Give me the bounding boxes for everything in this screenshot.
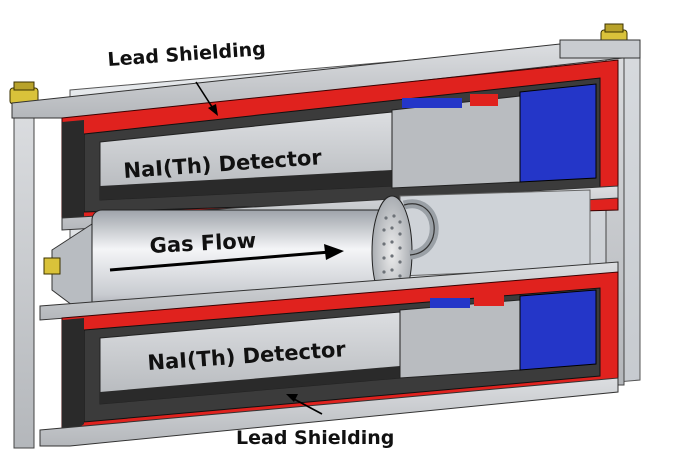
- gas-flow-label: Gas Flow: [149, 228, 257, 258]
- bottom-detector-dark-band: [100, 366, 400, 404]
- inlet-fitting: [43, 257, 61, 275]
- bottom-pmt-red-detail: [474, 294, 504, 306]
- bottom-pmt-blue-block: [519, 289, 597, 371]
- bottom-clamp-bar: [39, 377, 619, 447]
- bottom-lead-shielding-label: Lead Shielding: [236, 427, 394, 449]
- bottom-pmt-section: [399, 299, 521, 379]
- gas-chamber-background: [399, 189, 591, 277]
- bottom-left-housing-wall: [62, 318, 84, 440]
- top-shielding-pointer: [195, 81, 218, 116]
- bottom-pmt-blue-detail: [430, 298, 470, 308]
- top-detector-dark-band: [100, 170, 392, 200]
- bottom-shielding-pointer: [286, 394, 323, 415]
- top-pmt-red-detail: [470, 94, 498, 106]
- left-tie-rod: [13, 97, 35, 449]
- top-lead-shielding-label: Lead Shielding: [107, 38, 267, 71]
- top-left-housing-wall: [62, 120, 84, 226]
- top-pmt-blue-detail: [402, 98, 462, 108]
- top-pmt-section: [391, 95, 521, 189]
- flow-arrow-icon: [109, 244, 344, 272]
- top-right-clamp-block: [559, 39, 641, 59]
- top-pmt-blue-block: [519, 83, 597, 183]
